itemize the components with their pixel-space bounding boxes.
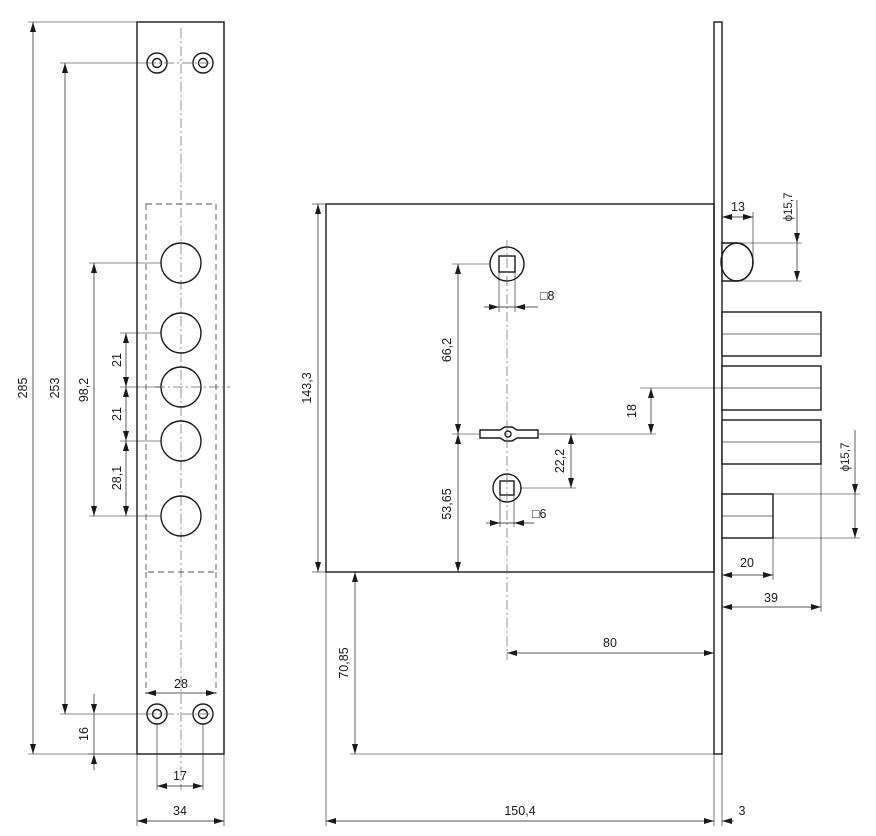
dim-latch-offset: 13 (731, 200, 745, 214)
dim-key-to-bolt: 22,2 (553, 449, 567, 473)
dim-backset: 80 (603, 636, 617, 650)
dim-pitch-lower: 21 (110, 407, 124, 421)
latch (720, 242, 754, 282)
deadbolt-short (721, 493, 774, 539)
bolt-2 (721, 365, 822, 411)
bolt-1 (721, 311, 822, 357)
key-cam (479, 426, 539, 442)
faceplate-front-view (136, 21, 230, 790)
dim-body-depth: 150,4 (504, 804, 535, 818)
dim-bolt-length: 39 (764, 591, 778, 605)
dim-pitch-upper: 21 (110, 353, 124, 367)
strip-hidden-case-outline (145, 203, 217, 573)
dim-faceplate-thickness: 3 (739, 804, 746, 818)
dim-bottom-offset: 16 (77, 727, 91, 741)
dim-lower-offset: 70,85 (337, 647, 351, 678)
dim-pitch-bottom: 28,1 (110, 466, 124, 490)
dim-spindle-to-key: 66,2 (440, 338, 454, 362)
bolt-3 (721, 419, 822, 465)
dim-hole-width: 28 (174, 677, 188, 691)
strip-outline (136, 21, 225, 755)
lock-side-view (325, 21, 822, 755)
dim-body-height: 143,3 (300, 372, 314, 403)
dim-bolt-throw: 20 (740, 556, 754, 570)
dim-key-to-lower: 53,65 (440, 488, 454, 519)
dim-bolt-pitch: 18 (625, 404, 639, 418)
dim-total-height: 285 (16, 378, 30, 399)
dim-bolt-span: 98,2 (77, 378, 91, 402)
dim-axis-offset: 17 (173, 769, 187, 783)
dim-strip-width: 34 (173, 804, 187, 818)
dim-square-upper: □8 (540, 289, 555, 303)
dim-square-lower: □6 (532, 507, 547, 521)
lock-dimensions: 143,3 66,2 53,65 □8 □6 22,2 (300, 193, 860, 826)
dim-hole-spacing: 253 (48, 378, 62, 399)
strip-dimensions: 285 253 98,2 21 21 28,1 (16, 21, 225, 826)
dim-bolt-diameter: ϕ15,7 (840, 443, 852, 472)
dim-latch-diameter: ϕ15,7 (783, 193, 795, 222)
